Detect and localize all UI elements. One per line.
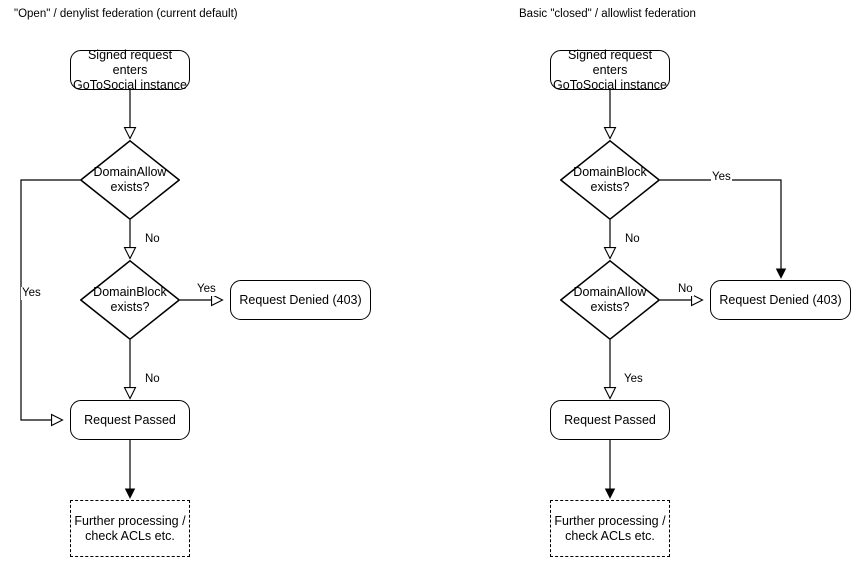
node-right-request-passed-label: Request Passed [564, 412, 656, 427]
node-right-entry: Signed request enters GoToSocial instanc… [550, 47, 670, 92]
node-left-request-passed-label: Request Passed [84, 412, 176, 427]
diamond-shape-icon [560, 140, 660, 220]
node-left-request-denied-label: Request Denied (403) [239, 292, 362, 307]
node-left-entry-line1: Signed request enters [87, 47, 173, 77]
node-left-request-passed: Request Passed [70, 400, 190, 440]
edge-label-left-yes-block: Yes [196, 283, 217, 296]
diamond-shape-icon [560, 260, 660, 340]
node-right-decision-domainblock: DomainBlock exists? [560, 140, 660, 220]
node-right-further-line2: check ACLs etc. [565, 528, 655, 543]
node-left-request-denied: Request Denied (403) [230, 280, 371, 320]
edge-right-decision1-yes [660, 179, 781, 277]
node-right-request-denied-label: Request Denied (403) [719, 292, 842, 307]
node-left-decision-domainblock: DomainBlock exists? [80, 260, 180, 340]
node-left-entry: Signed request enters GoToSocial instanc… [70, 47, 190, 92]
node-right-entry-line1: Signed request enters [567, 47, 653, 77]
diagram-title-open-denylist: "Open" / denylist federation (current de… [14, 8, 238, 20]
node-right-request-passed: Request Passed [550, 400, 670, 440]
node-right-entry-line2: GoToSocial instance [553, 77, 667, 92]
node-right-further-line1: Further processing / [554, 513, 666, 528]
node-right-request-denied: Request Denied (403) [710, 280, 851, 320]
node-left-further-line1: Further processing / [74, 513, 186, 528]
edge-label-right-no-2: No [677, 283, 694, 296]
node-left-decision-domainallow: DomainAllow exists? [80, 140, 180, 220]
edge-label-left-no-1: No [144, 233, 161, 246]
node-right-decision-domainallow: DomainAllow exists? [560, 260, 660, 340]
diamond-shape-icon [80, 140, 180, 220]
node-left-further-line2: check ACLs etc. [85, 528, 175, 543]
diagram-title-closed-allowlist: Basic "closed" / allowlist federation [519, 8, 696, 20]
edge-label-right-yes-block: Yes [711, 171, 732, 184]
node-right-further-processing: Further processing / check ACLs etc. [550, 500, 670, 557]
edge-left-decision1-yes [20, 179, 80, 420]
edge-label-left-no-2: No [144, 373, 161, 386]
edge-label-right-no-1: No [624, 233, 641, 246]
diamond-shape-icon [80, 260, 180, 340]
node-left-further-processing: Further processing / check ACLs etc. [70, 500, 190, 557]
edge-label-right-yes-allow: Yes [623, 373, 644, 386]
edge-label-left-yes-loop: Yes [21, 287, 42, 300]
node-left-entry-line2: GoToSocial instance [73, 77, 187, 92]
